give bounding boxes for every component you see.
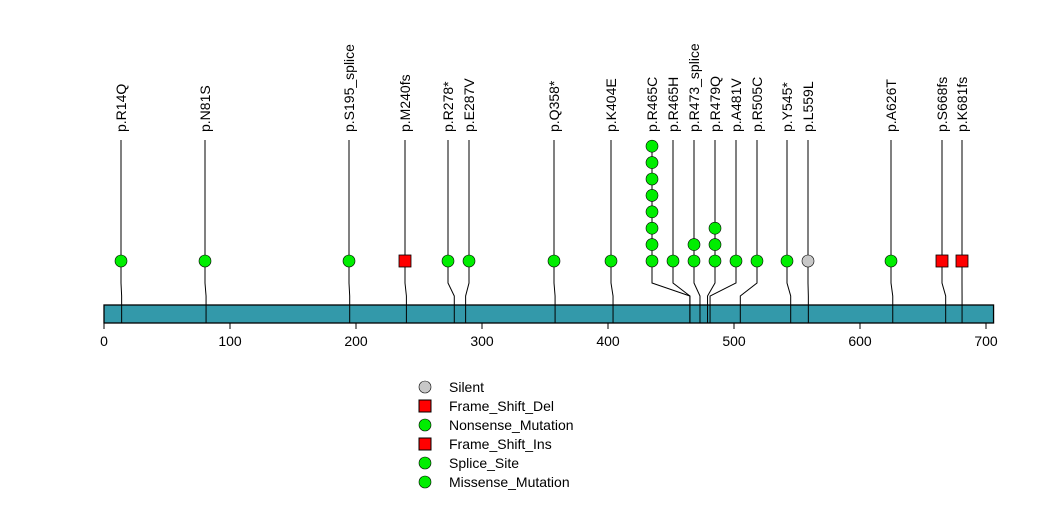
mutation-circle-marker	[645, 221, 659, 235]
mutation-circle-marker	[708, 221, 722, 235]
legend-square-icon	[418, 437, 432, 451]
mutation-label: p.A626T	[883, 79, 899, 132]
mutation-circle-marker	[729, 254, 743, 268]
lollipop-stem	[709, 140, 737, 305]
mutation-label: p.R479Q	[707, 76, 723, 132]
lollipop-stem	[786, 140, 792, 305]
mutation-circle-marker	[342, 254, 356, 268]
mutation-label: p.Y545*	[779, 82, 795, 132]
mutation-label: p.R14Q	[113, 84, 129, 132]
mutation-circle-marker	[198, 254, 212, 268]
mutation-square-marker	[935, 254, 949, 268]
lollipop-stem	[672, 140, 691, 305]
mutation-label: p.M240fs	[397, 74, 413, 132]
legend-square-icon	[418, 399, 432, 413]
mutation-circle-marker	[666, 254, 680, 268]
mutation-circle-marker	[645, 254, 659, 268]
mutation-label: p.K404E	[603, 78, 619, 132]
lollipop-stem	[465, 140, 470, 305]
mutation-circle-marker	[750, 254, 764, 268]
mutation-circle-marker	[884, 254, 898, 268]
mutation-circle-marker	[114, 254, 128, 268]
x-tick-label: 300	[470, 333, 494, 349]
mutation-circle-marker	[687, 254, 701, 268]
legend-label: Missense_Mutation	[449, 474, 570, 490]
x-tick-label: 600	[848, 333, 872, 349]
lollipop-stem	[693, 140, 701, 305]
mutation-label: p.Q358*	[546, 80, 562, 132]
mutation-label: p.K681fs	[954, 77, 970, 132]
legend-circle-icon	[418, 380, 432, 394]
mutation-circle-marker	[687, 238, 701, 251]
legend-label: Frame_Shift_Ins	[449, 436, 552, 452]
mutation-label: p.A481V	[728, 78, 744, 132]
mutation-label: p.N81S	[197, 85, 213, 132]
mutation-circle-marker	[645, 139, 659, 153]
mutation-circle-marker	[645, 238, 659, 251]
lollipop-stem	[348, 140, 351, 305]
lollipop-stem	[890, 140, 894, 305]
legend-circle-icon	[418, 475, 432, 489]
x-tick-label: 500	[722, 333, 746, 349]
lollipop-stem	[447, 140, 455, 305]
mutation-circle-marker	[645, 156, 659, 169]
mutation-circle-marker	[604, 254, 618, 268]
lollipop-stem	[739, 140, 758, 305]
legend-label: Nonsense_Mutation	[449, 417, 574, 433]
mutation-circle-marker	[780, 254, 794, 268]
lollipop-stem	[941, 140, 947, 305]
mutation-circle-marker	[441, 254, 455, 268]
x-tick-label: 700	[974, 333, 998, 349]
mutation-circle-marker	[462, 254, 476, 268]
x-tick-label: 200	[344, 333, 368, 349]
legend-label: Frame_Shift_Del	[449, 398, 554, 414]
legend-label: Silent	[449, 379, 484, 395]
mutation-label: p.R465C	[644, 77, 660, 132]
legend-circle-icon	[418, 456, 432, 470]
lollipop-stem	[404, 140, 407, 305]
legend-circle-icon	[418, 418, 432, 432]
mutation-label: p.R465H	[665, 77, 681, 132]
legend-label: Splice_Site	[449, 455, 519, 471]
lollipop-stem	[204, 140, 207, 305]
lollipop-stem	[610, 140, 614, 305]
mutation-circle-marker	[645, 189, 659, 202]
x-tick-label: 100	[218, 333, 242, 349]
mutation-circle-marker	[708, 238, 722, 251]
mutation-square-marker	[398, 254, 412, 268]
mutation-label: p.E287V	[461, 78, 477, 132]
mutation-label: p.R473_splice	[686, 43, 702, 132]
lollipop-stem	[120, 140, 123, 305]
mutation-label: p.R505C	[749, 77, 765, 132]
mutation-label: p.S668fs	[934, 77, 950, 132]
mutation-circle-marker	[645, 172, 659, 186]
mutation-label: p.S195_splice	[341, 44, 357, 132]
lollipop-stem	[553, 140, 556, 305]
mutation-circle-marker	[547, 254, 561, 268]
x-tick-label: 0	[100, 333, 108, 349]
mutation-square-marker	[955, 254, 969, 268]
mutation-label: p.R278*	[440, 81, 456, 132]
x-tick-label: 400	[596, 333, 620, 349]
mutation-circle-marker	[801, 254, 815, 268]
mutation-circle-marker	[645, 205, 659, 219]
mutation-label: p.L559L	[800, 81, 816, 132]
lollipop-stem	[707, 140, 716, 305]
mutation-circle-marker	[708, 254, 722, 268]
protein-bar	[103, 304, 995, 324]
